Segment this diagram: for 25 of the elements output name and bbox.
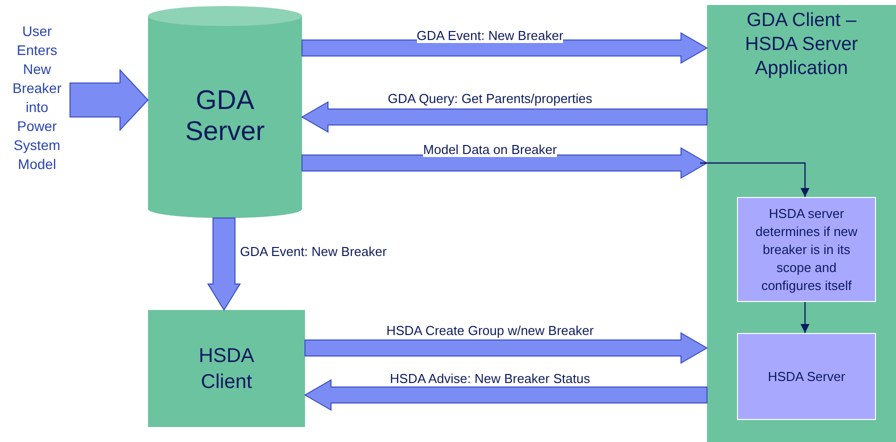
client-box [148,310,305,427]
block-arrow [302,32,708,64]
block-arrow [304,379,708,411]
block-arrow [304,332,708,364]
edge-label: GDA Event: New Breaker [240,244,387,259]
edge-label: HSDA Advise: New Breaker Status [390,371,590,386]
note-text: User Enters New Breaker into Power System Model [4,22,70,174]
edge-label: GDA Event: New Breaker [416,28,564,43]
arrow [700,162,810,197]
block-arrow [302,147,708,179]
node-label: GDA Server [185,84,265,146]
node-label: HSDA Server [768,368,846,386]
block-arrow [70,68,149,132]
arrow [800,302,810,333]
node-label: HSDA Client [198,344,256,394]
edge-label: Model Data on Breaker [423,142,557,157]
process-box [737,333,876,420]
edge-label: GDA Query: Get Parents/properties [388,91,592,106]
node-label: GDA Client – HSDA Server Application [744,9,859,81]
node-label: HSDA server determines if new breaker is in its scope and configures itself [754,204,858,294]
block-arrow [207,218,241,311]
block-arrow [301,101,708,133]
edge-label: HSDA Create Group w/new Breaker [386,323,594,338]
application-panel [707,5,896,442]
process-box [737,197,876,302]
